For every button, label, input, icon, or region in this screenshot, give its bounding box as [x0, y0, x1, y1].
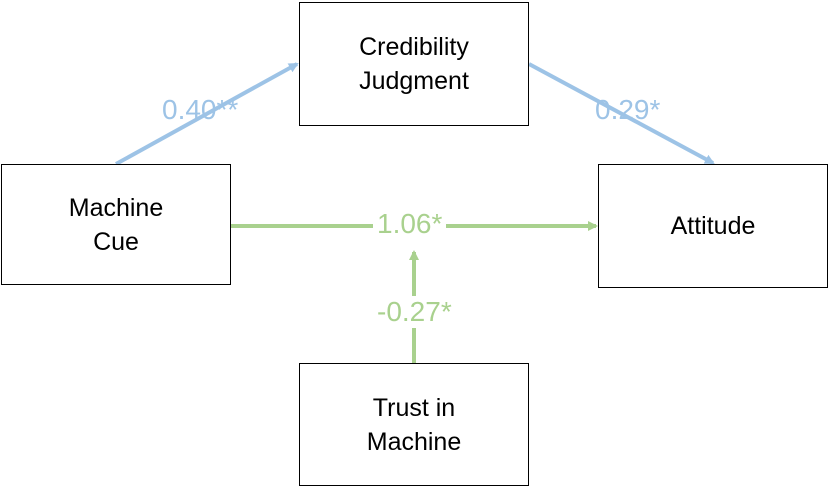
trust-in-machine-box: Trust in Machine — [299, 363, 529, 486]
credibility-judgment-box: Credibility Judgment — [299, 2, 529, 126]
credibility-label-line2: Judgment — [359, 67, 469, 95]
arrow-machine-to-credibility — [115, 62, 299, 166]
coefficient-machine-to-credibility: 0.40** — [162, 94, 239, 125]
machine-cue-label-line2: Cue — [93, 227, 139, 256]
machine-cue-label-line1: Machine — [68, 193, 164, 222]
trust-label-line2: Machine — [366, 427, 462, 456]
coefficient-trust-moderation: -0.27* — [373, 296, 456, 328]
attitude-box: Attitude — [598, 164, 828, 288]
arrow-credibility-to-attitude — [528, 62, 715, 165]
coefficient-machine-to-attitude: 1.06* — [373, 208, 447, 240]
trust-label-line1: Trust in — [372, 393, 456, 422]
machine-cue-box: Machine Cue — [1, 164, 231, 285]
attitude-label: Attitude — [670, 212, 756, 240]
credibility-label-line1: Credibility — [359, 33, 469, 61]
coefficient-credibility-to-attitude: 0.29* — [595, 94, 661, 125]
